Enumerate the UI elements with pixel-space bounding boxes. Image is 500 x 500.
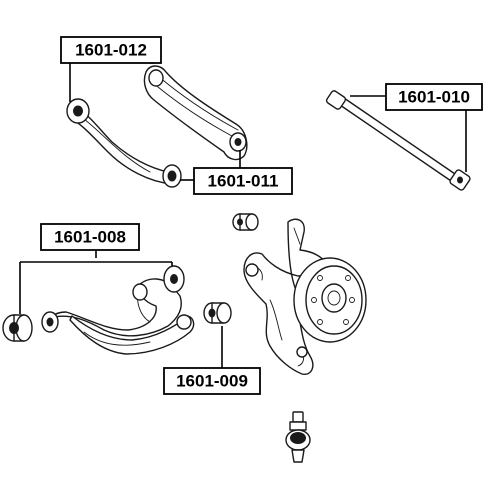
label-1601-011: 1601-011 — [193, 167, 293, 195]
label-1601-012-text: 1601-012 — [75, 41, 147, 60]
leader-1601-008 — [19, 248, 173, 314]
label-1601-008-text: 1601-008 — [54, 228, 126, 247]
knuckle-bushing — [232, 213, 259, 231]
label-1601-010: 1601-010 — [385, 83, 483, 111]
part-1601-009-bushing — [203, 302, 232, 324]
part-1601-008-bushing — [2, 314, 33, 342]
label-1601-009: 1601-009 — [163, 367, 261, 395]
part-1601-011-arm — [143, 65, 248, 161]
part-1601-008-arm — [41, 265, 195, 355]
part-1601-010-rod — [325, 90, 471, 191]
part-1601-012-arm — [66, 98, 182, 188]
label-1601-010-text: 1601-010 — [398, 88, 470, 107]
label-1601-009-text: 1601-009 — [176, 372, 248, 391]
label-1601-008: 1601-008 — [40, 223, 140, 251]
label-1601-012: 1601-012 — [60, 36, 162, 64]
label-1601-011-text: 1601-011 — [208, 172, 279, 191]
wheel-knuckle-hub — [243, 218, 367, 375]
ball-joint — [285, 411, 311, 463]
